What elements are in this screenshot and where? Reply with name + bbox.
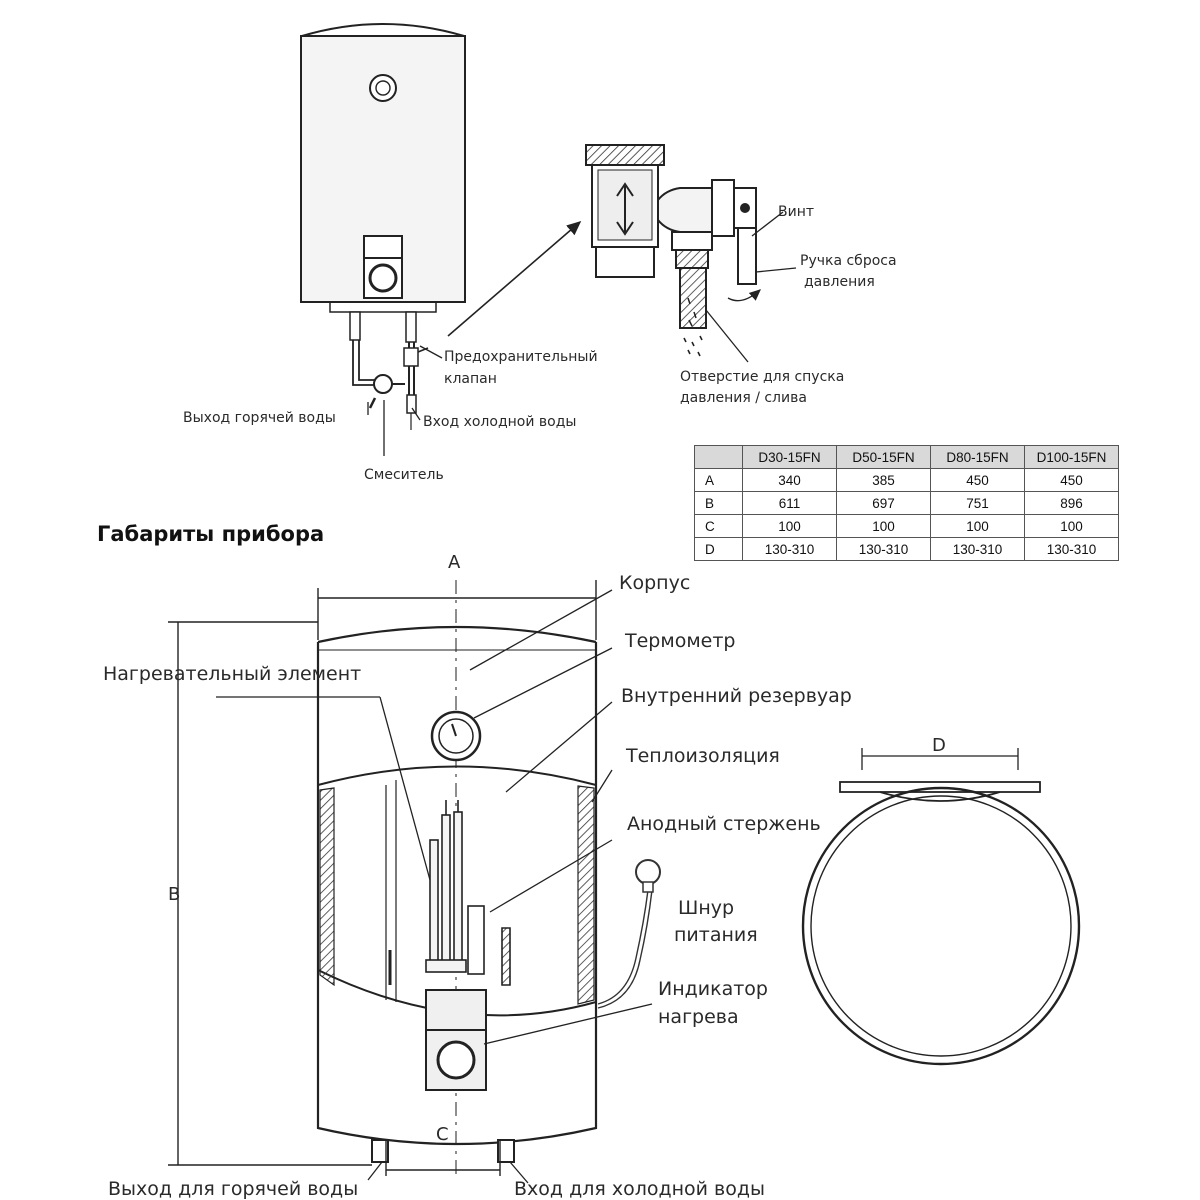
insulation-left bbox=[319, 787, 335, 987]
mixer-label: Смеситель bbox=[364, 467, 444, 483]
top-view-circle bbox=[801, 748, 1081, 1066]
table-header-cell: D100-15FN bbox=[1024, 445, 1119, 469]
control-box bbox=[425, 989, 487, 1091]
dimension-d-letter: D bbox=[932, 735, 946, 756]
bottom-pipes bbox=[371, 1139, 515, 1163]
heating-element-label: Нагревательный элемент bbox=[103, 663, 361, 685]
table-row: A 340 385 450 450 bbox=[694, 468, 1119, 492]
main-leader-lines bbox=[216, 589, 653, 1184]
pressure-release-label-line2: давления bbox=[804, 274, 875, 290]
cold-in-label: Вход для холодной воды bbox=[514, 1178, 765, 1200]
table-row: D 130-310 130-310 130-310 130-310 bbox=[694, 537, 1119, 561]
dimension-a-letter: A bbox=[448, 552, 461, 573]
safety-valve-label-line1: Предохранительный bbox=[444, 349, 598, 365]
table-cell: 450 bbox=[1024, 468, 1119, 492]
anode-rod-label: Анодный стержень bbox=[627, 813, 821, 835]
table-header-corner bbox=[694, 445, 743, 469]
table-header-row: D30-15FN D50-15FN D80-15FN D100-15FN bbox=[694, 445, 1119, 469]
top-leader-lines bbox=[367, 345, 443, 456]
table-row: B 611 697 751 896 bbox=[694, 491, 1119, 515]
inner-tank bbox=[317, 765, 597, 1017]
pressure-release-label-line1: Ручка сброса bbox=[800, 253, 897, 269]
anode-rod bbox=[467, 905, 511, 986]
dimension-c-letter: C bbox=[436, 1124, 449, 1145]
table-row-label: A bbox=[694, 468, 743, 492]
safety-valve-illustration bbox=[585, 144, 761, 357]
insulation-right bbox=[577, 785, 595, 1005]
table-cell: 130-310 bbox=[836, 537, 931, 561]
table-cell: 130-310 bbox=[742, 537, 837, 561]
table-cell: 751 bbox=[930, 491, 1025, 515]
table-cell: 130-310 bbox=[930, 537, 1025, 561]
screw-label: Винт bbox=[778, 204, 814, 220]
table-cell: 100 bbox=[930, 514, 1025, 538]
table-cell: 611 bbox=[742, 491, 837, 515]
heat-indicator-label-line1: Индикатор bbox=[658, 978, 768, 1000]
power-cord-label-line2: питания bbox=[674, 924, 758, 946]
cold-in-label-top: Вход холодной воды bbox=[423, 414, 576, 430]
dimension-a bbox=[317, 580, 597, 640]
hot-out-label-top: Выход горячей воды bbox=[183, 410, 336, 426]
table-cell: 100 bbox=[1024, 514, 1119, 538]
detail-pointer-arrow bbox=[447, 220, 582, 337]
heating-element bbox=[425, 800, 467, 973]
power-cord bbox=[597, 859, 661, 1009]
dimensions-table: D30-15FN D50-15FN D80-15FN D100-15FN A 3… bbox=[694, 445, 1119, 561]
table-row-label: B bbox=[694, 491, 743, 515]
small-heater-illustration bbox=[300, 23, 466, 430]
table-cell: 385 bbox=[836, 468, 931, 492]
dimension-b-letter: B bbox=[168, 884, 180, 905]
tank-body bbox=[316, 625, 598, 1146]
insulation-label: Теплоизоляция bbox=[625, 745, 780, 767]
valve-leader-lines bbox=[705, 211, 797, 363]
table-cell: 450 bbox=[930, 468, 1025, 492]
safety-valve-label-line2: клапан bbox=[444, 371, 497, 387]
dimension-c bbox=[385, 1140, 501, 1176]
table-row-label: C bbox=[694, 514, 743, 538]
drain-hole-label-line1: Отверстие для спуска bbox=[680, 369, 844, 385]
drain-hole-label-line2: давления / слива bbox=[680, 390, 807, 406]
table-cell: 100 bbox=[836, 514, 931, 538]
table-row-label: D bbox=[694, 537, 743, 561]
table-header-cell: D80-15FN bbox=[930, 445, 1025, 469]
inner-tank-label: Внутренний резервуар bbox=[621, 685, 852, 707]
table-cell: 697 bbox=[836, 491, 931, 515]
table-cell: 896 bbox=[1024, 491, 1119, 515]
dimension-b bbox=[168, 621, 372, 1166]
hot-out-label: Выход для горячей воды bbox=[108, 1178, 358, 1200]
thermometer bbox=[430, 710, 482, 762]
table-cell: 340 bbox=[742, 468, 837, 492]
table-header-cell: D30-15FN bbox=[742, 445, 837, 469]
body-label: Корпус bbox=[619, 572, 690, 594]
thermometer-label: Термометр bbox=[624, 630, 735, 652]
table-cell: 100 bbox=[742, 514, 837, 538]
heat-indicator-label-line2: нагрева bbox=[658, 1006, 739, 1028]
power-cord-label-line1: Шнур bbox=[678, 897, 734, 919]
table-row: C 100 100 100 100 bbox=[694, 514, 1119, 538]
table-header-cell: D50-15FN bbox=[836, 445, 931, 469]
section-heading: Габариты прибора bbox=[97, 522, 324, 546]
table-cell: 130-310 bbox=[1024, 537, 1119, 561]
